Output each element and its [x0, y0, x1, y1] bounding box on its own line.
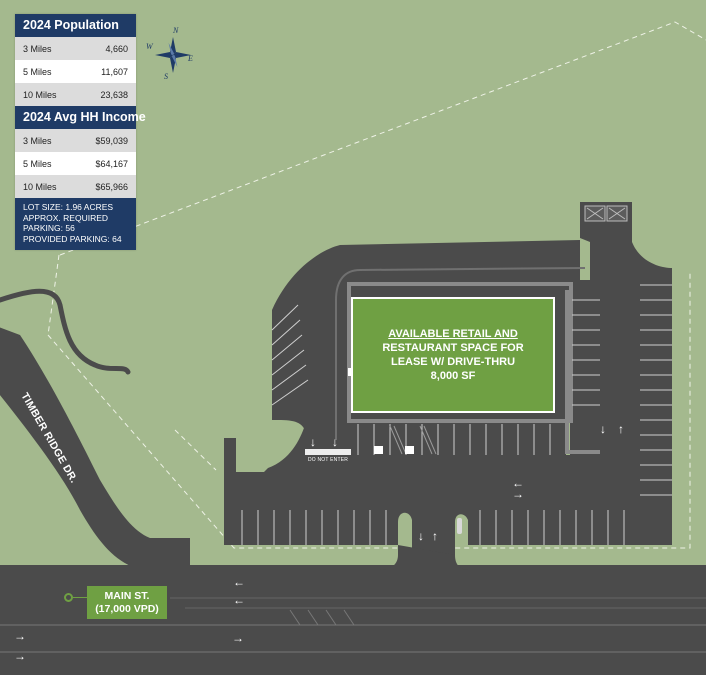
right-arrow-icon: →: [512, 487, 524, 501]
main-st-marker-icon: [64, 593, 73, 602]
compass-s: S: [164, 72, 168, 81]
compass-w: W: [146, 42, 153, 51]
population-title: 2024 Population: [15, 14, 136, 37]
right-arrow-icon: →: [232, 631, 244, 645]
building-line-2: RESTAURANT SPACE FOR: [382, 342, 524, 354]
income-row: 3 Miles$59,039: [15, 129, 136, 152]
down-arrow-icon: ↓: [418, 529, 424, 543]
left-arrow-icon: ←: [512, 476, 524, 490]
main-st-traffic: (17,000 VPD): [95, 602, 159, 615]
down-arrow-icon: ↓: [310, 435, 316, 449]
compass-e: E: [188, 54, 193, 63]
income-title: 2024 Avg HH Income: [15, 106, 146, 129]
main-st-name: MAIN ST.: [104, 589, 150, 602]
building-size: 8,000 SF: [430, 370, 476, 382]
main-st-label: MAIN ST. (17,000 VPD): [87, 586, 167, 619]
income-row: 5 Miles$64,167: [15, 152, 136, 175]
left-arrow-icon: ←: [233, 593, 245, 607]
building-line-3: LEASE W/ DRIVE-THRU: [390, 356, 516, 368]
building-line-1: AVAILABLE RETAIL AND: [388, 328, 518, 340]
main-st-marker-line: [73, 597, 87, 598]
compass-n: N: [173, 26, 179, 35]
income-row: 10 Miles$65,966: [15, 175, 136, 198]
right-arrow-icon: →: [14, 629, 26, 643]
up-arrow-icon: ↑: [432, 529, 438, 543]
left-arrow-icon: ←: [233, 575, 245, 589]
down-arrow-icon: ↓: [332, 435, 338, 449]
right-arrow-icon: →: [14, 649, 26, 663]
lot-notes: LOT SIZE: 1.96 ACRES APPROX. REQUIRED PA…: [15, 198, 136, 250]
up-arrow-icon: ↑: [618, 422, 624, 436]
do-not-enter-label: DO NOT ENTER: [308, 457, 349, 463]
down-arrow-icon: ↓: [600, 422, 606, 436]
compass-rose-icon: N E S W: [146, 26, 200, 82]
available-building: AVAILABLE RETAIL AND RESTAURANT SPACE FO…: [351, 297, 555, 413]
